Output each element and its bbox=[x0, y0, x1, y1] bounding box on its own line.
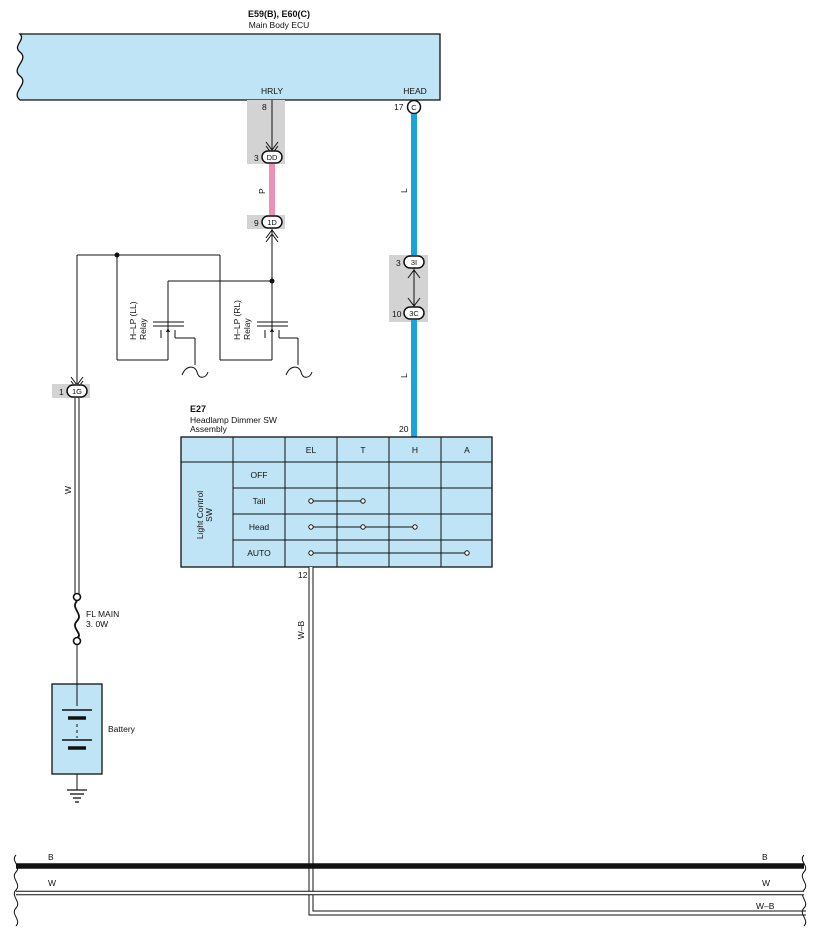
connector-dd-pin: 3 bbox=[254, 153, 259, 163]
relay-ll-name: H–LP (LL) bbox=[128, 301, 138, 340]
battery-label: Battery bbox=[108, 724, 136, 734]
switch-contact-point bbox=[308, 498, 314, 504]
connector-1d[interactable] bbox=[261, 215, 283, 229]
fuse-rating: 3. 0W bbox=[86, 619, 108, 629]
switch-contact-point bbox=[464, 550, 470, 556]
switch-side-label-2: SW bbox=[204, 508, 214, 522]
connector-dd[interactable] bbox=[261, 150, 283, 164]
switch-row-tail: Tail bbox=[253, 496, 266, 506]
ecu-pin-hrly-label: HRLY bbox=[261, 86, 283, 96]
switch-column-t: T bbox=[360, 445, 365, 455]
switch-column-el: EL bbox=[306, 445, 317, 455]
switch-contact-point bbox=[360, 498, 366, 504]
connector-head-c[interactable] bbox=[406, 99, 422, 115]
connector-1d-pin: 9 bbox=[254, 218, 259, 228]
bus-w-left: W bbox=[48, 878, 56, 888]
ecu-title: E59(B), E60(C) bbox=[248, 9, 310, 19]
relay-rl[interactable] bbox=[257, 321, 313, 378]
switch-pin-bottom: 12 bbox=[298, 570, 308, 580]
ecu-subtitle: Main Body ECU bbox=[249, 20, 309, 30]
connector-head-code: C bbox=[411, 103, 417, 112]
connector-3i-pin: 3 bbox=[396, 258, 401, 268]
connector-3c-code: 3C bbox=[409, 309, 419, 318]
fuse-icon[interactable] bbox=[72, 592, 82, 646]
connector-1g-pin: 1 bbox=[59, 387, 64, 397]
relay-ll-type: Relay bbox=[138, 318, 148, 340]
wire-pink-color: P bbox=[257, 188, 267, 194]
switch-column-a: A bbox=[464, 445, 470, 455]
switch-row-head: Head bbox=[249, 522, 270, 532]
relay-rl-name: H–LP (RL) bbox=[232, 300, 242, 340]
wire-blue-lower-color: L bbox=[399, 373, 409, 378]
switch-contact-point bbox=[360, 524, 366, 530]
connector-3i-code: 3I bbox=[411, 258, 417, 267]
ground-icon bbox=[67, 789, 87, 803]
switch-contact-point bbox=[308, 550, 314, 556]
switch-name-line2: Assembly bbox=[190, 424, 228, 434]
bus-b-right: B bbox=[762, 852, 768, 862]
female-terminal-icon bbox=[407, 269, 421, 279]
connector-dd-code: DD bbox=[267, 153, 278, 162]
switch-name-line1: Headlamp Dimmer SW bbox=[190, 415, 277, 425]
male-terminal-icon bbox=[407, 297, 421, 307]
switch-row-off: OFF bbox=[251, 470, 268, 480]
male-terminal-icon bbox=[265, 141, 279, 151]
wire-white-color: W bbox=[63, 486, 73, 494]
switch-code: E27 bbox=[190, 404, 206, 414]
ecu-pin-hrly-no: 8 bbox=[262, 102, 267, 112]
switch-column-h: H bbox=[412, 445, 418, 455]
bus-w-right: W bbox=[762, 878, 770, 888]
ecu-box[interactable] bbox=[16, 33, 441, 101]
switch-side-label-1: Light Control bbox=[195, 491, 205, 539]
connector-3c[interactable] bbox=[403, 306, 425, 320]
fuse-name: FL MAIN bbox=[86, 609, 119, 619]
ecu-pin-head-label: HEAD bbox=[403, 86, 427, 96]
connector-3c-pin: 10 bbox=[392, 309, 402, 319]
switch-contact-point bbox=[308, 524, 314, 530]
relay-rl-type: Relay bbox=[242, 318, 252, 340]
connector-1d-code: 1D bbox=[267, 218, 277, 227]
switch-row-auto: AUTO bbox=[247, 548, 271, 558]
switch-contact-point bbox=[412, 524, 418, 530]
bus-break-right-icon bbox=[801, 854, 807, 927]
bus-b-left: B bbox=[48, 852, 54, 862]
ecu-pin-head-no: 17 bbox=[394, 102, 404, 112]
connector-1g-code: 1G bbox=[72, 387, 82, 396]
wire-wb-color: W–B bbox=[296, 620, 306, 639]
relay-ll[interactable] bbox=[153, 321, 209, 378]
switch-pin-top: 20 bbox=[399, 424, 409, 434]
wire-wb[interactable] bbox=[309, 567, 806, 915]
bus-wb-right: W–B bbox=[756, 901, 775, 911]
wire-wb-outline bbox=[308, 567, 806, 916]
wire-blue-upper-color: L bbox=[399, 188, 409, 193]
connector-1g[interactable] bbox=[66, 384, 88, 398]
